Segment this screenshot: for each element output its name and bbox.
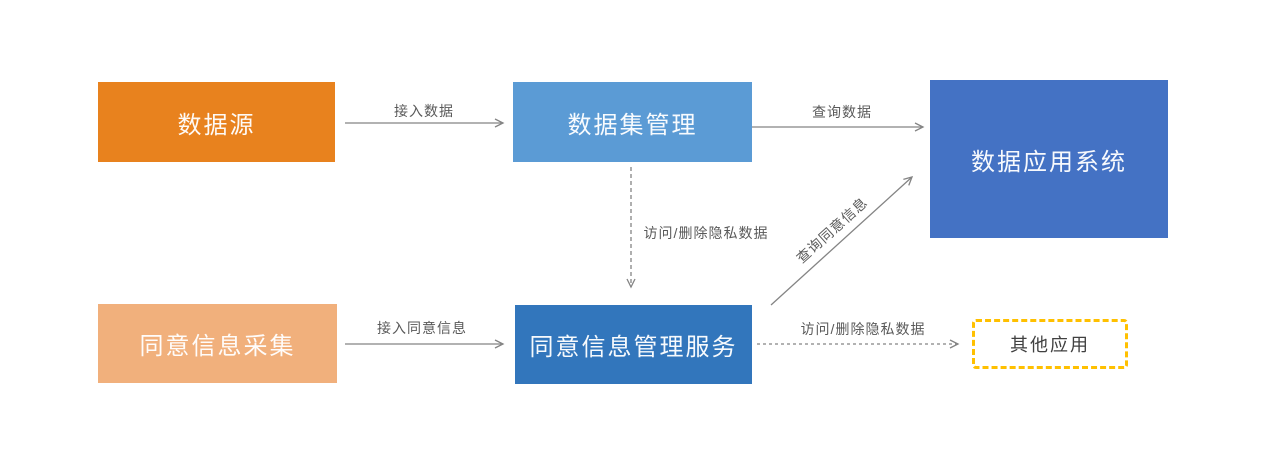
node-data-source: 数据源 xyxy=(98,82,335,162)
edge-label-query-data: 查询数据 xyxy=(812,104,872,120)
edge-label-access-delete-private-data-down: 访问/删除隐私数据 xyxy=(643,225,769,241)
node-consent-collection: 同意信息采集 xyxy=(98,304,337,383)
node-dataset-management: 数据集管理 xyxy=(513,82,752,162)
node-consent-management-service: 同意信息管理服务 xyxy=(515,305,752,384)
edge-label-access-delete-private-data-right: 访问/删除隐私数据 xyxy=(800,321,926,337)
edge-label-ingest-data: 接入数据 xyxy=(394,103,454,119)
edge-label-ingest-consent-info: 接入同意信息 xyxy=(377,320,467,336)
query-consent-info-arrow xyxy=(770,176,914,306)
node-data-application-system: 数据应用系统 xyxy=(930,80,1168,238)
node-other-applications: 其他应用 xyxy=(972,319,1128,369)
